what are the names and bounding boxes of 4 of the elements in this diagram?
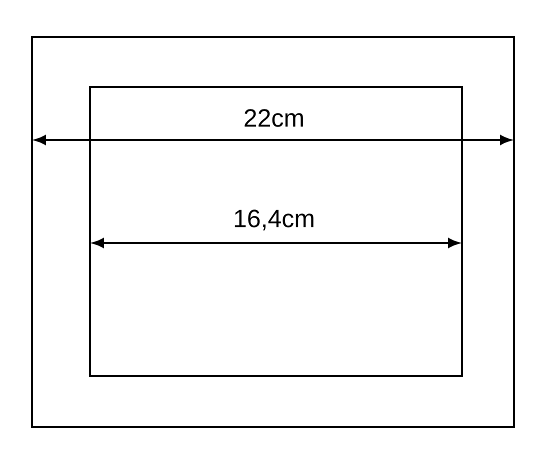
dimension-label: 16,4cm xyxy=(234,210,314,230)
frame-rectangle xyxy=(89,86,463,377)
dimension-label: 22cm xyxy=(244,109,303,127)
frame-rectangle xyxy=(31,36,515,428)
